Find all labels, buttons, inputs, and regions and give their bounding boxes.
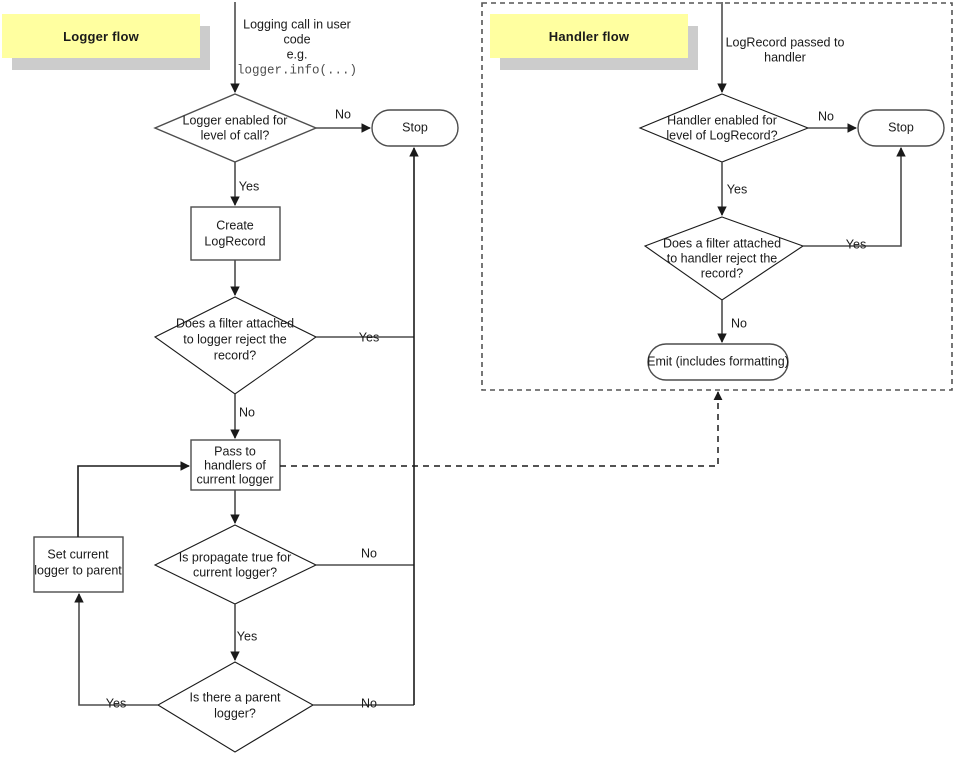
edge-label-logger-filter-no: No <box>239 405 255 419</box>
node-logger-filter-line3: record? <box>214 348 256 362</box>
node-handler-enabled-line2: level of LogRecord? <box>666 128 777 142</box>
logger-entry-caption-line1: Logging call in user <box>243 17 351 31</box>
edge-label-handler-enabled-no: No <box>818 109 834 123</box>
edge-label-parent-yes: Yes <box>106 696 126 710</box>
node-create-logrecord-line2: LogRecord <box>204 234 265 248</box>
edge-label-handler-filter-no: No <box>731 316 747 330</box>
edge-label-logger-enabled-yes: Yes <box>239 179 259 193</box>
edge-label-propagate-no: No <box>361 546 377 560</box>
node-create-logrecord <box>190 206 281 261</box>
logger-flow-banner-label: Logger flow <box>63 28 139 44</box>
node-is-parent <box>156 661 315 753</box>
node-logger-filter-line2: to logger reject the <box>183 332 287 346</box>
handler-entry-caption-line2: handler <box>764 50 806 64</box>
edge-label-propagate-yes: Yes <box>237 629 257 643</box>
edge-label-parent-no: No <box>361 696 377 710</box>
edge-label-logger-enabled-no: No <box>335 107 351 121</box>
node-stop-handler <box>857 109 945 147</box>
node-handler-enabled-line1: Handler enabled for <box>667 113 777 127</box>
logger-flow-banner: Logger flow <box>2 14 200 58</box>
node-stop-handler-label: Stop <box>888 120 914 134</box>
edge-parent-yes <box>74 593 158 706</box>
edge-label-handler-enabled-yes: Yes <box>727 182 747 196</box>
node-handler-filter-line1: Does a filter attached <box>663 236 781 250</box>
node-pass-to-handlers-line1: Pass to <box>214 444 256 458</box>
node-logger-enabled-line2: level of call? <box>201 128 270 142</box>
handler-flow-group-box <box>481 2 953 391</box>
node-handler-filter-line3: record? <box>701 266 743 280</box>
edge-label-logger-filter-yes: Yes <box>359 330 379 344</box>
edge-pass-to-handlers-dashed-link <box>280 391 723 467</box>
logger-entry-caption-line2: code <box>283 32 310 46</box>
node-stop-logger-label: Stop <box>402 120 428 134</box>
node-is-propagate-line2: current logger? <box>193 565 277 579</box>
node-logger-enabled-line1: Logger enabled for <box>183 113 288 127</box>
logger-entry-caption-line3: e.g. <box>287 47 308 61</box>
node-set-parent <box>33 536 124 593</box>
handler-flow-banner-label: Handler flow <box>548 28 630 44</box>
edge-handler-filter-yes <box>803 147 906 247</box>
node-pass-to-handlers <box>190 439 281 491</box>
logger-entry-caption-code: logger.info(...) <box>237 63 357 77</box>
node-emit <box>647 343 789 381</box>
node-set-parent-line1: Set current <box>47 547 109 561</box>
handler-entry-caption-line1: LogRecord passed to <box>726 35 845 49</box>
node-set-parent-line2: logger to parent <box>34 563 122 577</box>
edge-set-parent-to-pass <box>77 461 190 537</box>
node-pass-to-handlers-line3: current logger <box>196 472 273 486</box>
node-pass-to-handlers-line2: handlers of <box>204 458 266 472</box>
node-is-propagate-line1: Is propagate true for <box>179 550 292 564</box>
handler-flow-banner: Handler flow <box>490 14 688 58</box>
node-create-logrecord-line1: Create <box>216 218 254 232</box>
edge-label-handler-filter-yes: Yes <box>846 237 866 251</box>
node-is-parent-line2: logger? <box>214 706 256 720</box>
node-logger-filter-line1: Does a filter attached <box>176 316 294 330</box>
node-handler-filter-line2: to handler reject the <box>667 251 778 265</box>
node-is-parent-line1: Is there a parent <box>189 690 281 704</box>
node-stop-logger <box>371 109 459 147</box>
node-emit-label: Emit (includes formatting) <box>647 354 789 368</box>
